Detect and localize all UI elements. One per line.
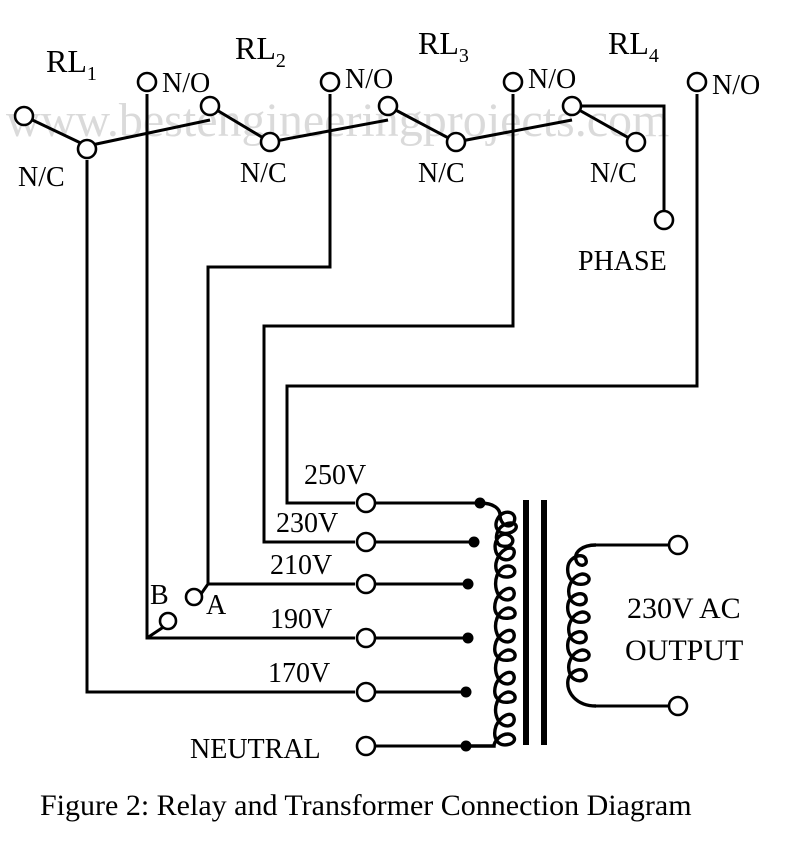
rl2-blade [209,104,271,144]
junction-dot-250v [474,497,486,509]
watermark-text: www.bestengineeringprojects.com [6,94,669,147]
primary-winding [466,501,518,748]
rl4-nc-label: N/C [590,158,637,189]
rl3-nc-to-rl4-link [455,118,573,144]
rl4-nc-terminal [625,131,647,153]
rl1-common-terminal [13,105,35,127]
phase-label: PHASE [578,246,667,277]
rl4-blade [571,104,637,144]
rl1-nc-to-rl2-link [86,118,211,148]
neutral-label: NEUTRAL [190,734,321,765]
rl4-no-terminal [686,71,708,93]
junction-dot-170v [460,686,472,698]
rl2-no-label: N/O [345,64,393,95]
junction-dot-neutral [460,740,472,752]
tap-170v-terminal [355,681,377,703]
rl3-nc-label: N/C [418,158,465,189]
rl2-label: RL2 [235,30,286,72]
rl4-common-terminal [561,95,583,117]
point-b-label: B [150,580,169,611]
rl3-blade [387,104,457,144]
wire-rl4-phase [572,104,666,211]
output-terminal-bottom [667,695,689,717]
wire-rl1-nc-170v [85,160,355,694]
point-a-terminal [184,587,204,607]
point-a-label: A [206,590,227,621]
secondary-winding [566,543,597,708]
output-label-line1: 230V AC [627,592,741,625]
neutral-terminal [355,735,377,757]
junction-dot-230v [468,536,480,548]
phase-terminal [653,209,675,231]
rl3-label: RL3 [418,25,469,67]
tap-210v-label: 210V [270,550,332,581]
rl3-no-label: N/O [528,64,576,95]
tap-250v-terminal [355,492,377,514]
rl2-nc-label: N/C [240,158,287,189]
rl2-common-terminal [199,95,221,117]
tap-230v-label: 230V [276,508,338,539]
tap-170v-label: 170V [268,658,330,689]
junction-dot-210v [462,578,474,590]
output-terminal-top [667,534,689,556]
figure-caption: Figure 2: Relay and Transformer Connecti… [40,789,692,822]
rl2-no-terminal [319,71,341,93]
junction-dot-190v [462,632,474,644]
rl4-label: RL4 [608,25,659,67]
rl3-nc-terminal [445,131,467,153]
rl2-nc-to-rl3-link [269,118,389,144]
rl1-blade [23,114,88,148]
transformer [466,500,597,748]
tap-230v-terminal [355,531,377,553]
rl2-nc-terminal [259,131,281,153]
rl1-no-label: N/O [162,68,210,99]
rl1-nc-label: N/C [18,162,65,193]
rl3-common-terminal [377,95,399,117]
rl3-no-terminal [502,71,524,93]
tap-210v-terminal [355,573,377,595]
wire-rl3-no-230v [262,94,515,544]
tap-250v-label: 250V [304,460,366,491]
rl1-nc-terminal [76,138,98,160]
rl4-no-label: N/O [712,70,760,101]
rl1-no-terminal [136,71,158,93]
point-b-terminal [158,611,178,631]
tap-190v-terminal [355,627,377,649]
output-label-line2: OUTPUT [625,634,743,667]
rl1-label: RL1 [46,43,97,85]
wire-rl4-no-250v [285,94,699,505]
tap-190v-label: 190V [270,604,332,635]
wire-rl2-no-210v [206,94,355,586]
